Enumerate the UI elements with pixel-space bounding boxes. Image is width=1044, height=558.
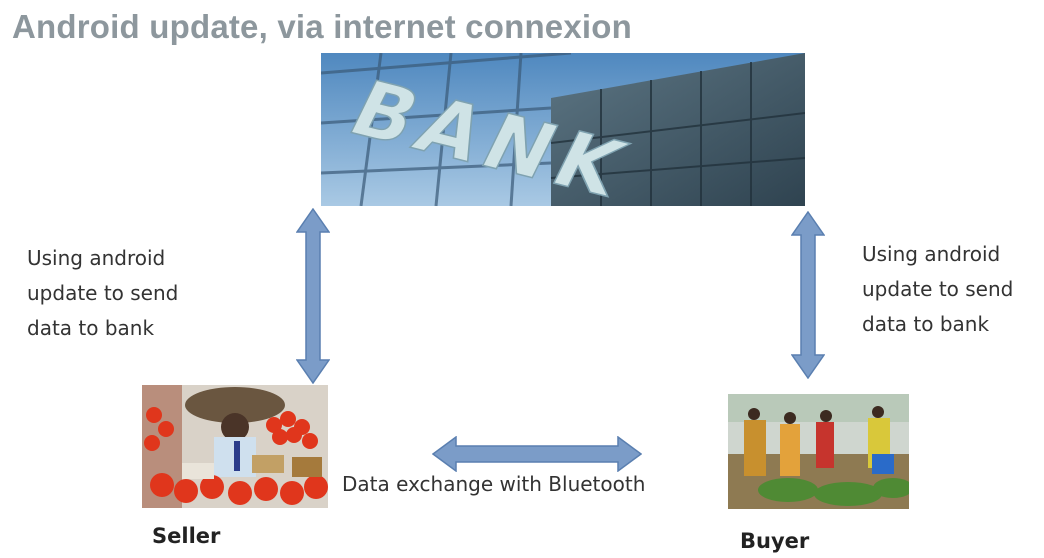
right-note-line: update to send (862, 277, 1014, 301)
bluetooth-exchange-arrow (432, 436, 642, 472)
left-note: Using android update to send data to ban… (27, 241, 178, 346)
buyer-bank-arrow (791, 211, 825, 379)
seller-image (142, 385, 328, 508)
right-note-line: data to bank (862, 312, 990, 336)
seller-bank-arrow (296, 208, 330, 384)
diagram-title: Android update, via internet connexion (12, 8, 632, 45)
bluetooth-label: Data exchange with Bluetooth (342, 472, 646, 496)
seller-label: Seller (152, 524, 221, 548)
left-note-line: Using android (27, 246, 166, 270)
bank-image: BANK (321, 53, 805, 206)
right-note-line: Using android (862, 242, 1001, 266)
buyer-label: Buyer (740, 529, 810, 553)
buyer-image (728, 394, 909, 509)
left-note-line: data to bank (27, 316, 155, 340)
right-note: Using android update to send data to ban… (862, 237, 1013, 342)
left-note-line: update to send (27, 281, 179, 305)
